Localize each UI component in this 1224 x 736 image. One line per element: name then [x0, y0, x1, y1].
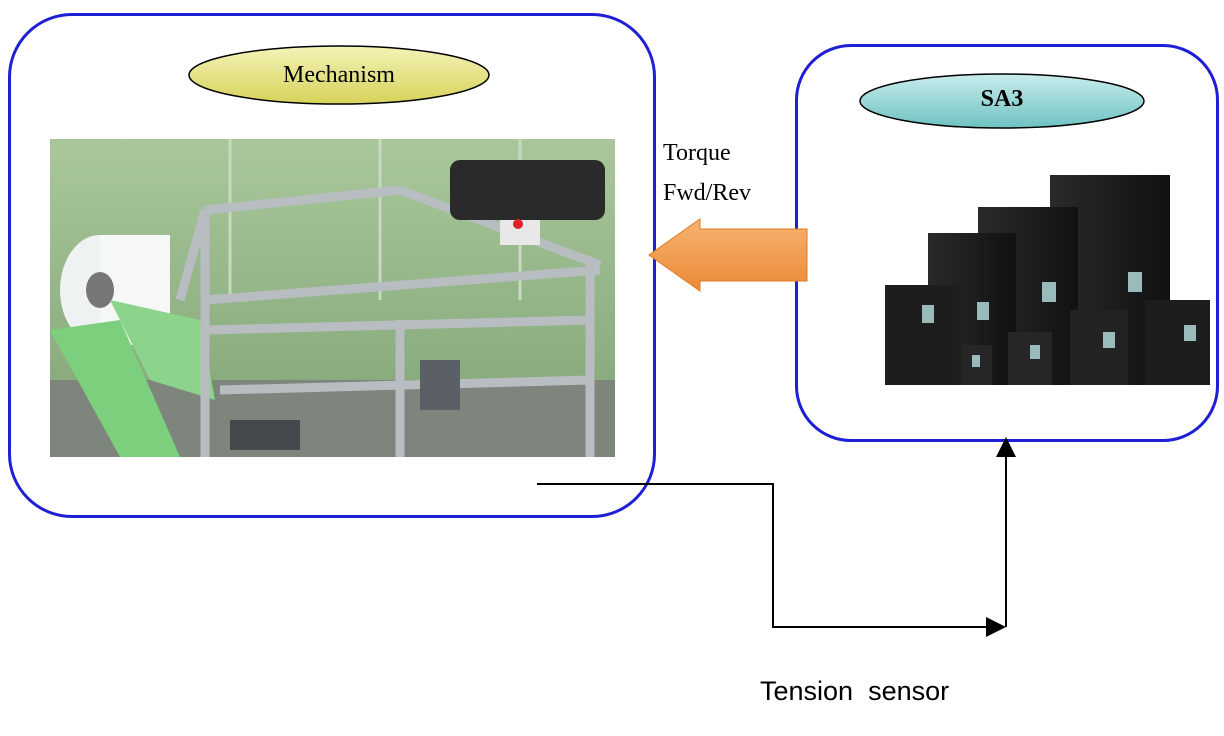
- drive-photo: [885, 175, 1210, 385]
- drive-label: SA3: [980, 86, 1024, 112]
- torque-arrow: [648, 218, 808, 292]
- mechanism-label-ellipse: [188, 45, 490, 105]
- sensor-line-to-sensor: [537, 483, 1006, 637]
- direction-label: Fwd/Rev: [663, 180, 752, 206]
- tension-sensor-label: Tension sensor: [760, 676, 950, 706]
- torque-label: Torque: [663, 140, 731, 166]
- drive-label-ellipse: [859, 73, 1145, 129]
- mechanism-frame: [8, 13, 656, 518]
- mechanism-photo: [50, 139, 615, 457]
- mechanism-label: Mechanism: [283, 62, 395, 88]
